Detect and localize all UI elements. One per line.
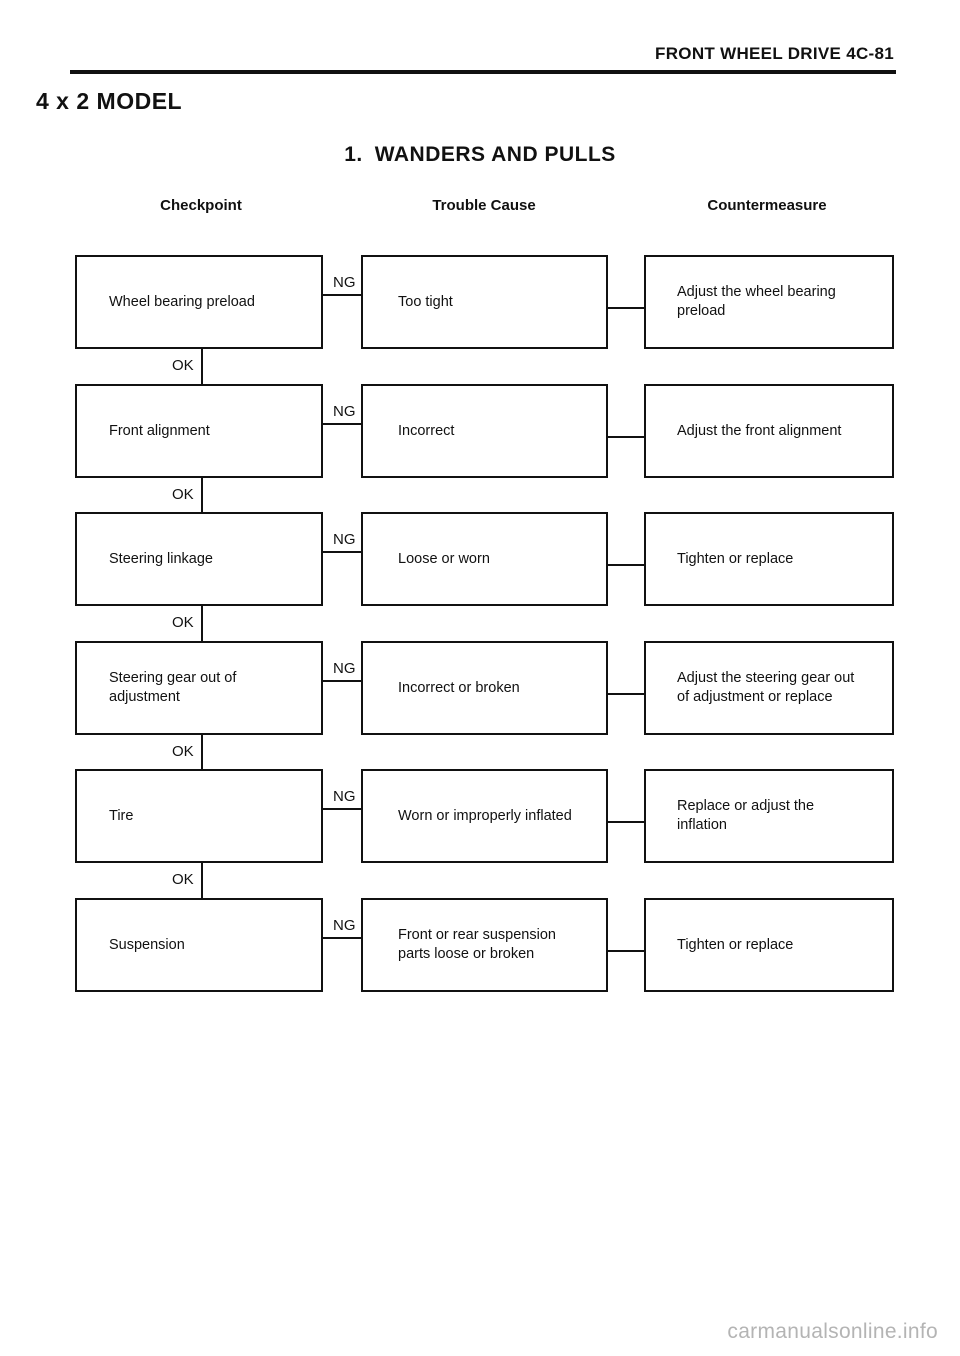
ok-connector [201,735,203,769]
checkpoint-text: Suspension [109,936,185,953]
ng-label: NG [333,660,356,677]
countermeasure-text: Adjust the front alignment [677,422,842,439]
checkpoint-text: Steering gear out of adjustment [109,670,237,705]
countermeasure-box: Tighten or replace [644,898,894,992]
checkpoint-text: Tire [109,807,134,824]
countermeasure-text: Tighten or replace [677,936,794,953]
ng-label: NG [333,403,356,420]
checkpoint-box: Steering gear out of adjustment [75,641,323,735]
ng-label: NG [333,917,356,934]
column-header-countermeasure: Countermeasure [707,197,827,214]
cause-box: Worn or improperly inflated [361,769,608,863]
checkpoint-text: Steering linkage [109,550,213,567]
ok-label: OK [172,614,194,631]
cause-text: Incorrect [398,422,455,439]
countermeasure-box: Adjust the front alignment [644,384,894,478]
cause-connector [608,307,644,309]
countermeasure-box: Adjust the wheel bearing preload [644,255,894,349]
checkpoint-box: Tire [75,769,323,863]
ng-connector [323,294,361,296]
cause-box: Incorrect [361,384,608,478]
ng-connector [323,937,361,939]
countermeasure-box: Replace or adjust the inflation [644,769,894,863]
model-title: 4 x 2 MODEL [36,88,183,114]
countermeasure-text: Tighten or replace [677,550,794,567]
ng-label: NG [333,531,356,548]
ng-connector [323,423,361,425]
cause-text: Worn or improperly inflated [398,807,572,824]
ng-connector [323,680,361,682]
ng-connector [323,551,361,553]
column-header-checkpoint: Checkpoint [160,197,242,214]
cause-box: Loose or worn [361,512,608,606]
cause-box: Too tight [361,255,608,349]
ok-connector [201,349,203,384]
ok-connector [201,863,203,898]
cause-connector [608,821,644,823]
ok-label: OK [172,871,194,888]
cause-connector [608,950,644,952]
cause-connector [608,693,644,695]
section-heading: 1. WANDERS AND PULLS [0,143,960,167]
header-rule [70,70,896,74]
cause-text: Loose or worn [398,550,490,567]
ok-connector [201,606,203,641]
cause-text: Front or rear suspension parts loose or … [398,927,556,962]
ok-label: OK [172,357,194,374]
ng-connector [323,808,361,810]
checkpoint-box: Wheel bearing preload [75,255,323,349]
ng-label: NG [333,274,356,291]
checkpoint-text: Wheel bearing preload [109,293,255,310]
checkpoint-box: Front alignment [75,384,323,478]
page-header-title: FRONT WHEEL DRIVE 4C-81 [655,44,894,63]
cause-text: Incorrect or broken [398,679,520,696]
countermeasure-text: Replace or adjust the inflation [677,798,815,833]
ng-label: NG [333,788,356,805]
countermeasure-text: Adjust the wheel bearing preload [677,284,836,319]
checkpoint-text: Front alignment [109,422,210,439]
checkpoint-box: Steering linkage [75,512,323,606]
section-title: WANDERS AND PULLS [374,143,616,166]
checkpoint-box: Suspension [75,898,323,992]
countermeasure-box: Tighten or replace [644,512,894,606]
ok-label: OK [172,486,194,503]
cause-connector [608,436,644,438]
cause-text: Too tight [398,293,453,310]
watermark: carmanualsonline.info [727,1320,938,1343]
cause-box: Front or rear suspension parts loose or … [361,898,608,992]
column-header-trouble-cause: Trouble Cause [432,197,536,214]
cause-box: Incorrect or broken [361,641,608,735]
section-number: 1. [344,143,363,166]
countermeasure-box: Adjust the steering gear out of adjustme… [644,641,894,735]
cause-connector [608,564,644,566]
countermeasure-text: Adjust the steering gear out of adjustme… [677,670,855,705]
ok-label: OK [172,743,194,760]
ok-connector [201,478,203,512]
